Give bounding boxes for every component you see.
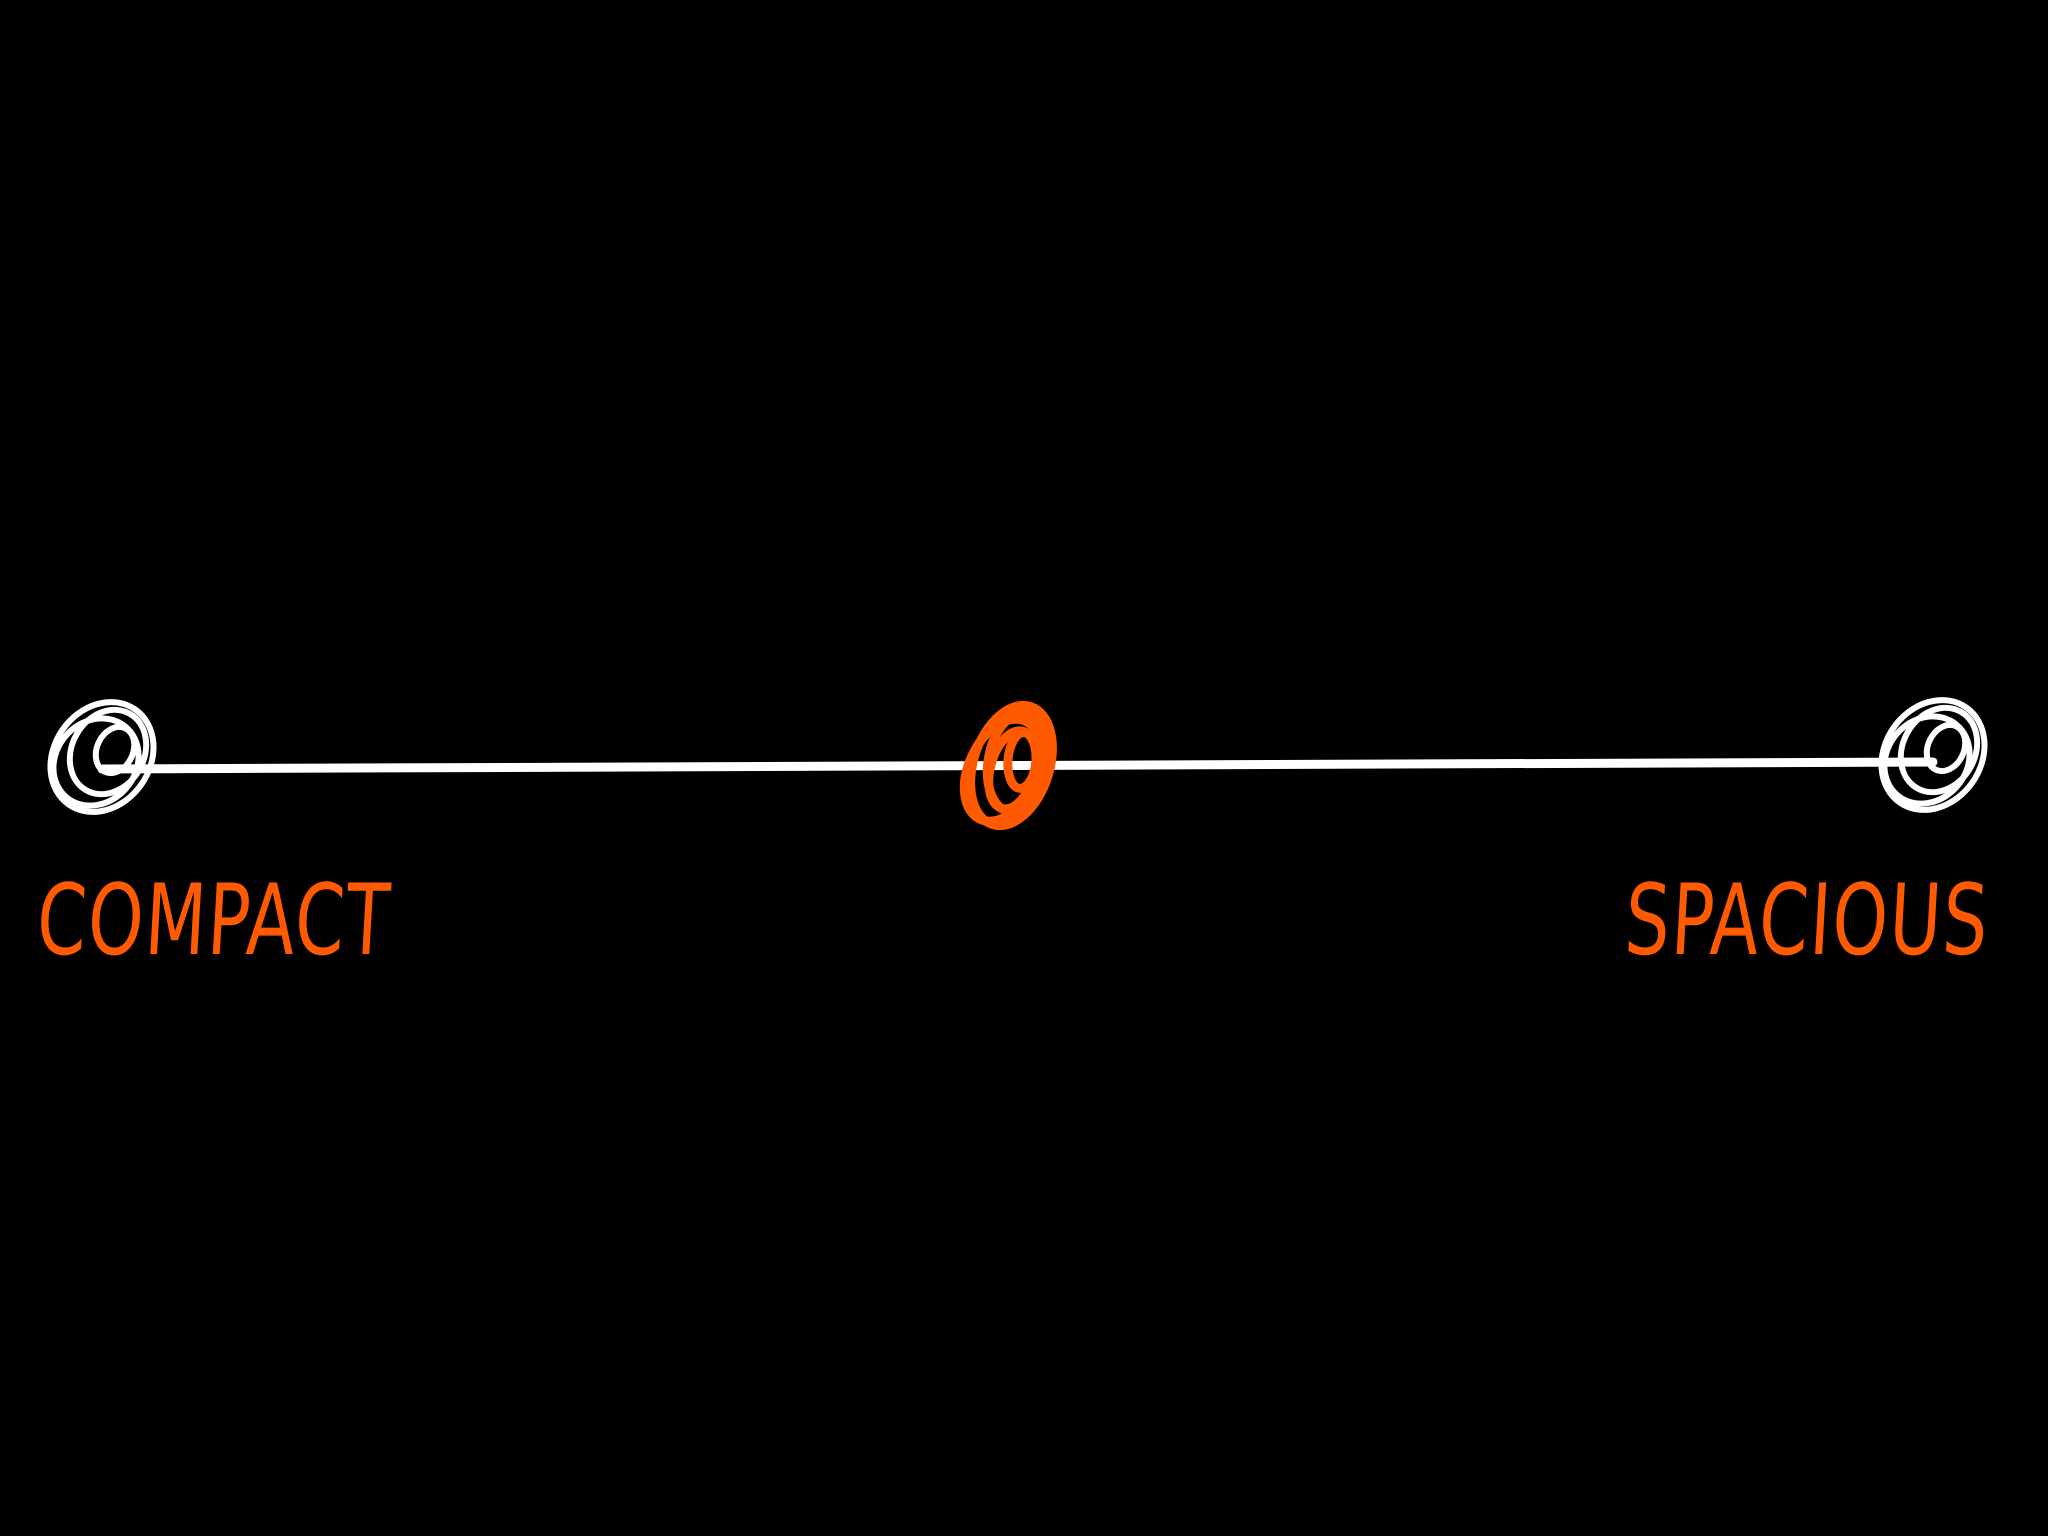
left-endpoint-scribble — [47, 699, 157, 815]
compact-label: COMPACT — [34, 864, 394, 978]
spectrum-track[interactable] — [97, 757, 1938, 774]
slider-marker-scribble[interactable] — [949, 695, 1067, 836]
right-endpoint-scribble — [1878, 697, 1988, 813]
spacious-label: SPACIOUS — [1622, 864, 1993, 978]
